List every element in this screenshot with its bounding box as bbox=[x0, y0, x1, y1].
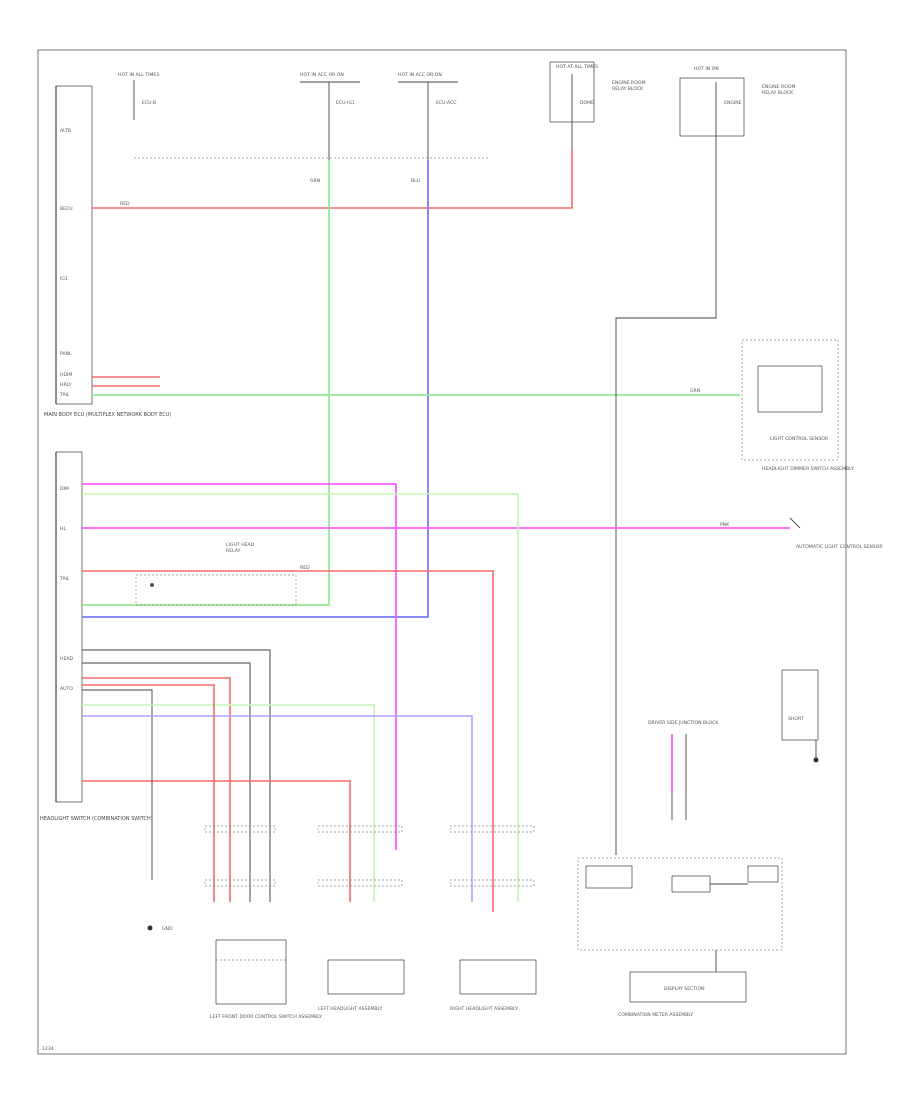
svg-text:PANL: PANL bbox=[60, 351, 72, 357]
headlight-relay: LIGHT HEAD RELAY bbox=[135, 542, 297, 606]
svg-text:HDIM: HDIM bbox=[60, 372, 72, 378]
diagram-frame bbox=[37, 49, 847, 1055]
door-ground: GND bbox=[147, 925, 173, 932]
wire-gray-1 bbox=[82, 649, 271, 902]
light-sensor-sublabel: HEADLIGHT DIMMER SWITCH ASSEMBLY bbox=[762, 466, 854, 472]
wire-green-ig1 bbox=[82, 160, 330, 606]
svg-text:ALTB: ALTB bbox=[60, 128, 71, 134]
svg-text:ENGINE ROOM: ENGINE ROOM bbox=[612, 80, 645, 86]
svg-text:RELAY BLOCK: RELAY BLOCK bbox=[762, 90, 794, 96]
svg-text:HL: HL bbox=[60, 526, 66, 532]
svg-text:GND: GND bbox=[162, 926, 173, 932]
wire-red-door1 bbox=[82, 677, 231, 902]
fuse-dome: HOT AT ALL TIMES DOME ENGINE ROOM RELAY … bbox=[549, 61, 645, 150]
svg-text:IG1: IG1 bbox=[60, 276, 68, 282]
junction-block-label: DRIVER SIDE JUNCTION BLOCK bbox=[648, 720, 719, 726]
svg-text:GRN: GRN bbox=[690, 388, 700, 394]
wire-red-dome bbox=[92, 150, 573, 209]
combination-meter: DISPLAY SECTION COMBINATION METER ASSEMB… bbox=[577, 857, 783, 1018]
svg-text:TAIL: TAIL bbox=[59, 392, 70, 398]
main-body-ecu: ALTB BECU IG1 PANL HDIM HRLY TAIL MAIN B… bbox=[44, 85, 171, 418]
fuse-ecu-acc: HOT IN ACC OR ON ECU-ACC bbox=[398, 72, 458, 160]
combination-meter-label: COMBINATION METER ASSEMBLY bbox=[618, 1012, 693, 1018]
meter-inner-label: DISPLAY SECTION bbox=[664, 986, 705, 992]
fuse-ecu-b-name: ECU-B bbox=[142, 100, 156, 106]
svg-text:GRN: GRN bbox=[310, 178, 320, 184]
svg-text:BLU: BLU bbox=[411, 178, 420, 184]
svg-text:RED: RED bbox=[300, 565, 310, 571]
footer-code: 1234 bbox=[42, 1046, 54, 1052]
wire-gray-2 bbox=[82, 662, 251, 902]
light-sensor-label: LIGHT CONTROL SENSOR bbox=[770, 436, 829, 442]
svg-text:LIGHT HEAD: LIGHT HEAD bbox=[226, 542, 255, 548]
svg-text:SHORT: SHORT bbox=[788, 716, 804, 722]
right-headlight: RIGHT HEADLIGHT ASSEMBLY bbox=[450, 959, 537, 1012]
door-control-switch: LEFT FRONT DOOR CONTROL SWITCH ASSEMBLY bbox=[210, 939, 322, 1020]
wire-violet-hl bbox=[82, 715, 473, 902]
wire-pink-dim bbox=[82, 483, 397, 850]
fuse-ecu-ig1-top-label: HOT IN ACC OR ON bbox=[300, 72, 344, 78]
svg-text:RELAY: RELAY bbox=[226, 548, 241, 554]
connector-row-upper bbox=[204, 825, 535, 887]
right-lamp: SHORT bbox=[781, 669, 819, 763]
svg-text:TAIL: TAIL bbox=[59, 576, 70, 582]
fuse-dome-top-label: HOT AT ALL TIMES bbox=[556, 64, 598, 70]
fuse-engine: HOT IN ON ENGINE ENGINE ROOM RELAY BLOCK bbox=[679, 66, 795, 210]
headlight-switch: DIM HL TAIL HEAD AUTO HEADLIGHT SWITCH (… bbox=[40, 451, 153, 822]
fuse-ecu-b: HOT IN ALL TIMES ECU-B bbox=[118, 72, 159, 120]
svg-text:PNK: PNK bbox=[720, 522, 730, 528]
fuse-ecu-b-top-label: HOT IN ALL TIMES bbox=[118, 72, 159, 78]
svg-text:RED: RED bbox=[120, 201, 130, 207]
svg-text:HRLY: HRLY bbox=[60, 382, 72, 388]
fuse-engine-name: ENGINE bbox=[724, 100, 742, 106]
auto-switch-label: AUTOMATIC LIGHT CONTROL SENSOR bbox=[796, 544, 883, 550]
driver-junction-block: DRIVER SIDE JUNCTION BLOCK bbox=[648, 720, 719, 820]
svg-text:HEAD: HEAD bbox=[60, 656, 73, 662]
wire-lightgreen-dim bbox=[82, 493, 519, 902]
wire-blue-acc bbox=[82, 160, 429, 618]
svg-text:ENGINE ROOM: ENGINE ROOM bbox=[762, 84, 795, 90]
fuse-ecu-acc-name: ECU-ACC bbox=[436, 100, 457, 106]
headlight-switch-label: HEADLIGHT SWITCH (COMBINATION SWITCH) bbox=[40, 816, 153, 822]
fuse-ecu-ig1-name: ECU-IG1 bbox=[336, 100, 355, 106]
svg-text:AUTO: AUTO bbox=[60, 686, 73, 692]
wire-green-hl bbox=[82, 704, 375, 902]
svg-text:RELAY BLOCK: RELAY BLOCK bbox=[612, 86, 644, 92]
fuse-ecu-ig1: HOT IN ACC OR ON ECU-IG1 bbox=[300, 72, 360, 160]
fuse-engine-top-label: HOT IN ON bbox=[694, 66, 719, 72]
wire-black-door bbox=[82, 689, 153, 880]
auto-light-switch: AUTOMATIC LIGHT CONTROL SENSOR bbox=[789, 517, 883, 550]
door-switch-label: LEFT FRONT DOOR CONTROL SWITCH ASSEMBLY bbox=[210, 1014, 322, 1020]
wire-black-engine bbox=[615, 210, 717, 855]
left-headlight: LEFT HEADLIGHT ASSEMBLY bbox=[318, 959, 405, 1012]
right-headlight-label: RIGHT HEADLIGHT ASSEMBLY bbox=[450, 1006, 518, 1012]
left-headlight-label: LEFT HEADLIGHT ASSEMBLY bbox=[318, 1006, 382, 1012]
main-ecu-label: MAIN BODY ECU (MULTIPLEX NETWORK BODY EC… bbox=[44, 412, 171, 418]
wire-red-door2 bbox=[82, 780, 351, 902]
fuse-dome-name: DOME bbox=[580, 100, 594, 106]
wire-red-horiz bbox=[82, 684, 215, 902]
light-control-sensor: LIGHT CONTROL SENSOR HEADLIGHT DIMMER SW… bbox=[741, 339, 854, 472]
fuse-ecu-acc-top-label: HOT IN ACC OR ON bbox=[398, 72, 442, 78]
svg-text:DIM: DIM bbox=[60, 486, 69, 492]
wire-red-tail bbox=[82, 570, 494, 912]
svg-text:BECU: BECU bbox=[60, 206, 73, 212]
